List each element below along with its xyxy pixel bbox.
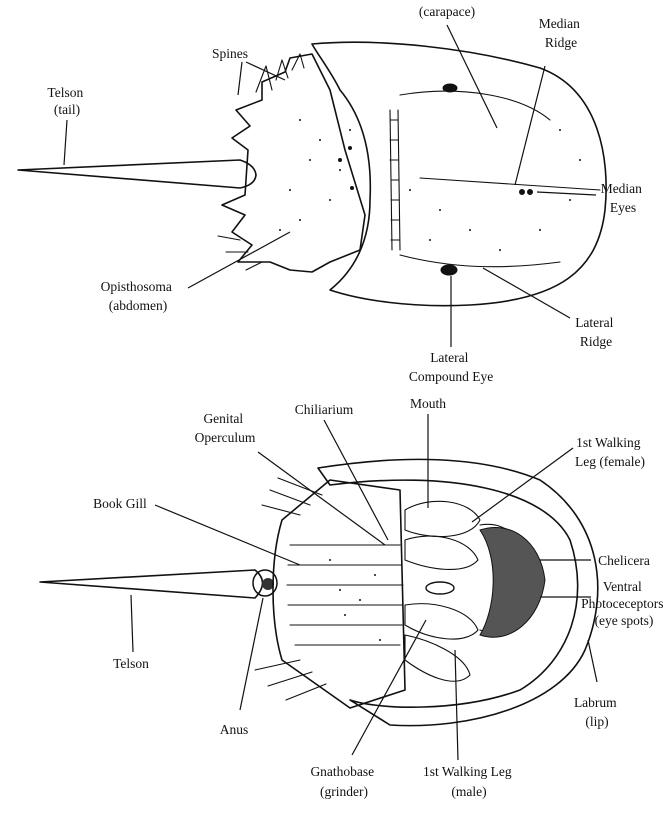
anus-shading (262, 578, 274, 590)
label-carapace: (carapace) (419, 4, 475, 19)
dorsal-spines (217, 53, 305, 271)
label-anus: Anus (220, 722, 249, 737)
ventral-spines (254, 477, 327, 701)
label-book-gill: Book Gill (93, 496, 147, 511)
anus (252, 569, 278, 597)
dorsal-lateral-ridge-line (399, 90, 561, 268)
label-lateral-ridge: Lateral Ridge (575, 315, 617, 349)
dorsal-hinge (389, 109, 401, 251)
book-gill-plates (286, 544, 404, 646)
label-lateral-compound-eye: Lateral Compound Eye (409, 350, 493, 384)
dorsal-eye-spot (442, 83, 458, 93)
label-chelicera: Chelicera (598, 553, 650, 568)
ventral-view: Genital Operculum Chiliarium Mouth 1st W… (39, 396, 663, 799)
ventral-telson (39, 569, 264, 599)
label-mouth: Mouth (410, 396, 446, 411)
label-dorsal-telson: Telson (tail) (47, 85, 86, 117)
ventral-leaders (130, 414, 598, 761)
label-ventral-photoreceptors: Ventral Photoceceptors (eye spots) (581, 579, 663, 628)
dorsal-median-ridge-line (419, 177, 601, 191)
ventral-opisthosoma-outline (272, 479, 406, 709)
label-spines: Spines (212, 46, 248, 61)
ventral-stipple (329, 559, 381, 641)
dorsal-telson (17, 159, 257, 189)
dorsal-opisthosoma-outline (221, 53, 366, 273)
label-chiliarium: Chiliarium (295, 402, 354, 417)
label-median-ridge: Median Ridge (539, 16, 584, 50)
median-eye-1 (519, 189, 525, 195)
dorsal-leaders (63, 24, 597, 347)
mouth-opening (425, 581, 455, 595)
label-opisthosoma: Opisthosoma (abdomen) (101, 279, 176, 313)
label-median-eyes: Median Eyes (601, 181, 646, 215)
label-genital-operculum: Genital Operculum (195, 411, 256, 445)
median-eye-2 (527, 189, 533, 195)
label-walking-leg-male: 1st Walking Leg (male) (423, 764, 515, 799)
dorsal-view: (carapace) Spines Median Ridge Telson (t… (17, 4, 646, 384)
ventral-carapace-outline (317, 458, 599, 727)
label-walking-leg-female: 1st Walking Leg (female) (575, 435, 645, 469)
dorsal-stipple (279, 119, 581, 251)
label-ventral-telson: Telson (113, 656, 149, 671)
label-labrum: Labrum (lip) (574, 695, 620, 729)
label-gnathobase: Gnathobase (grinder) (310, 764, 377, 799)
dorsal-carapace-outline (311, 41, 607, 307)
lateral-compound-eye (440, 264, 458, 276)
chelicera-region (479, 526, 546, 638)
